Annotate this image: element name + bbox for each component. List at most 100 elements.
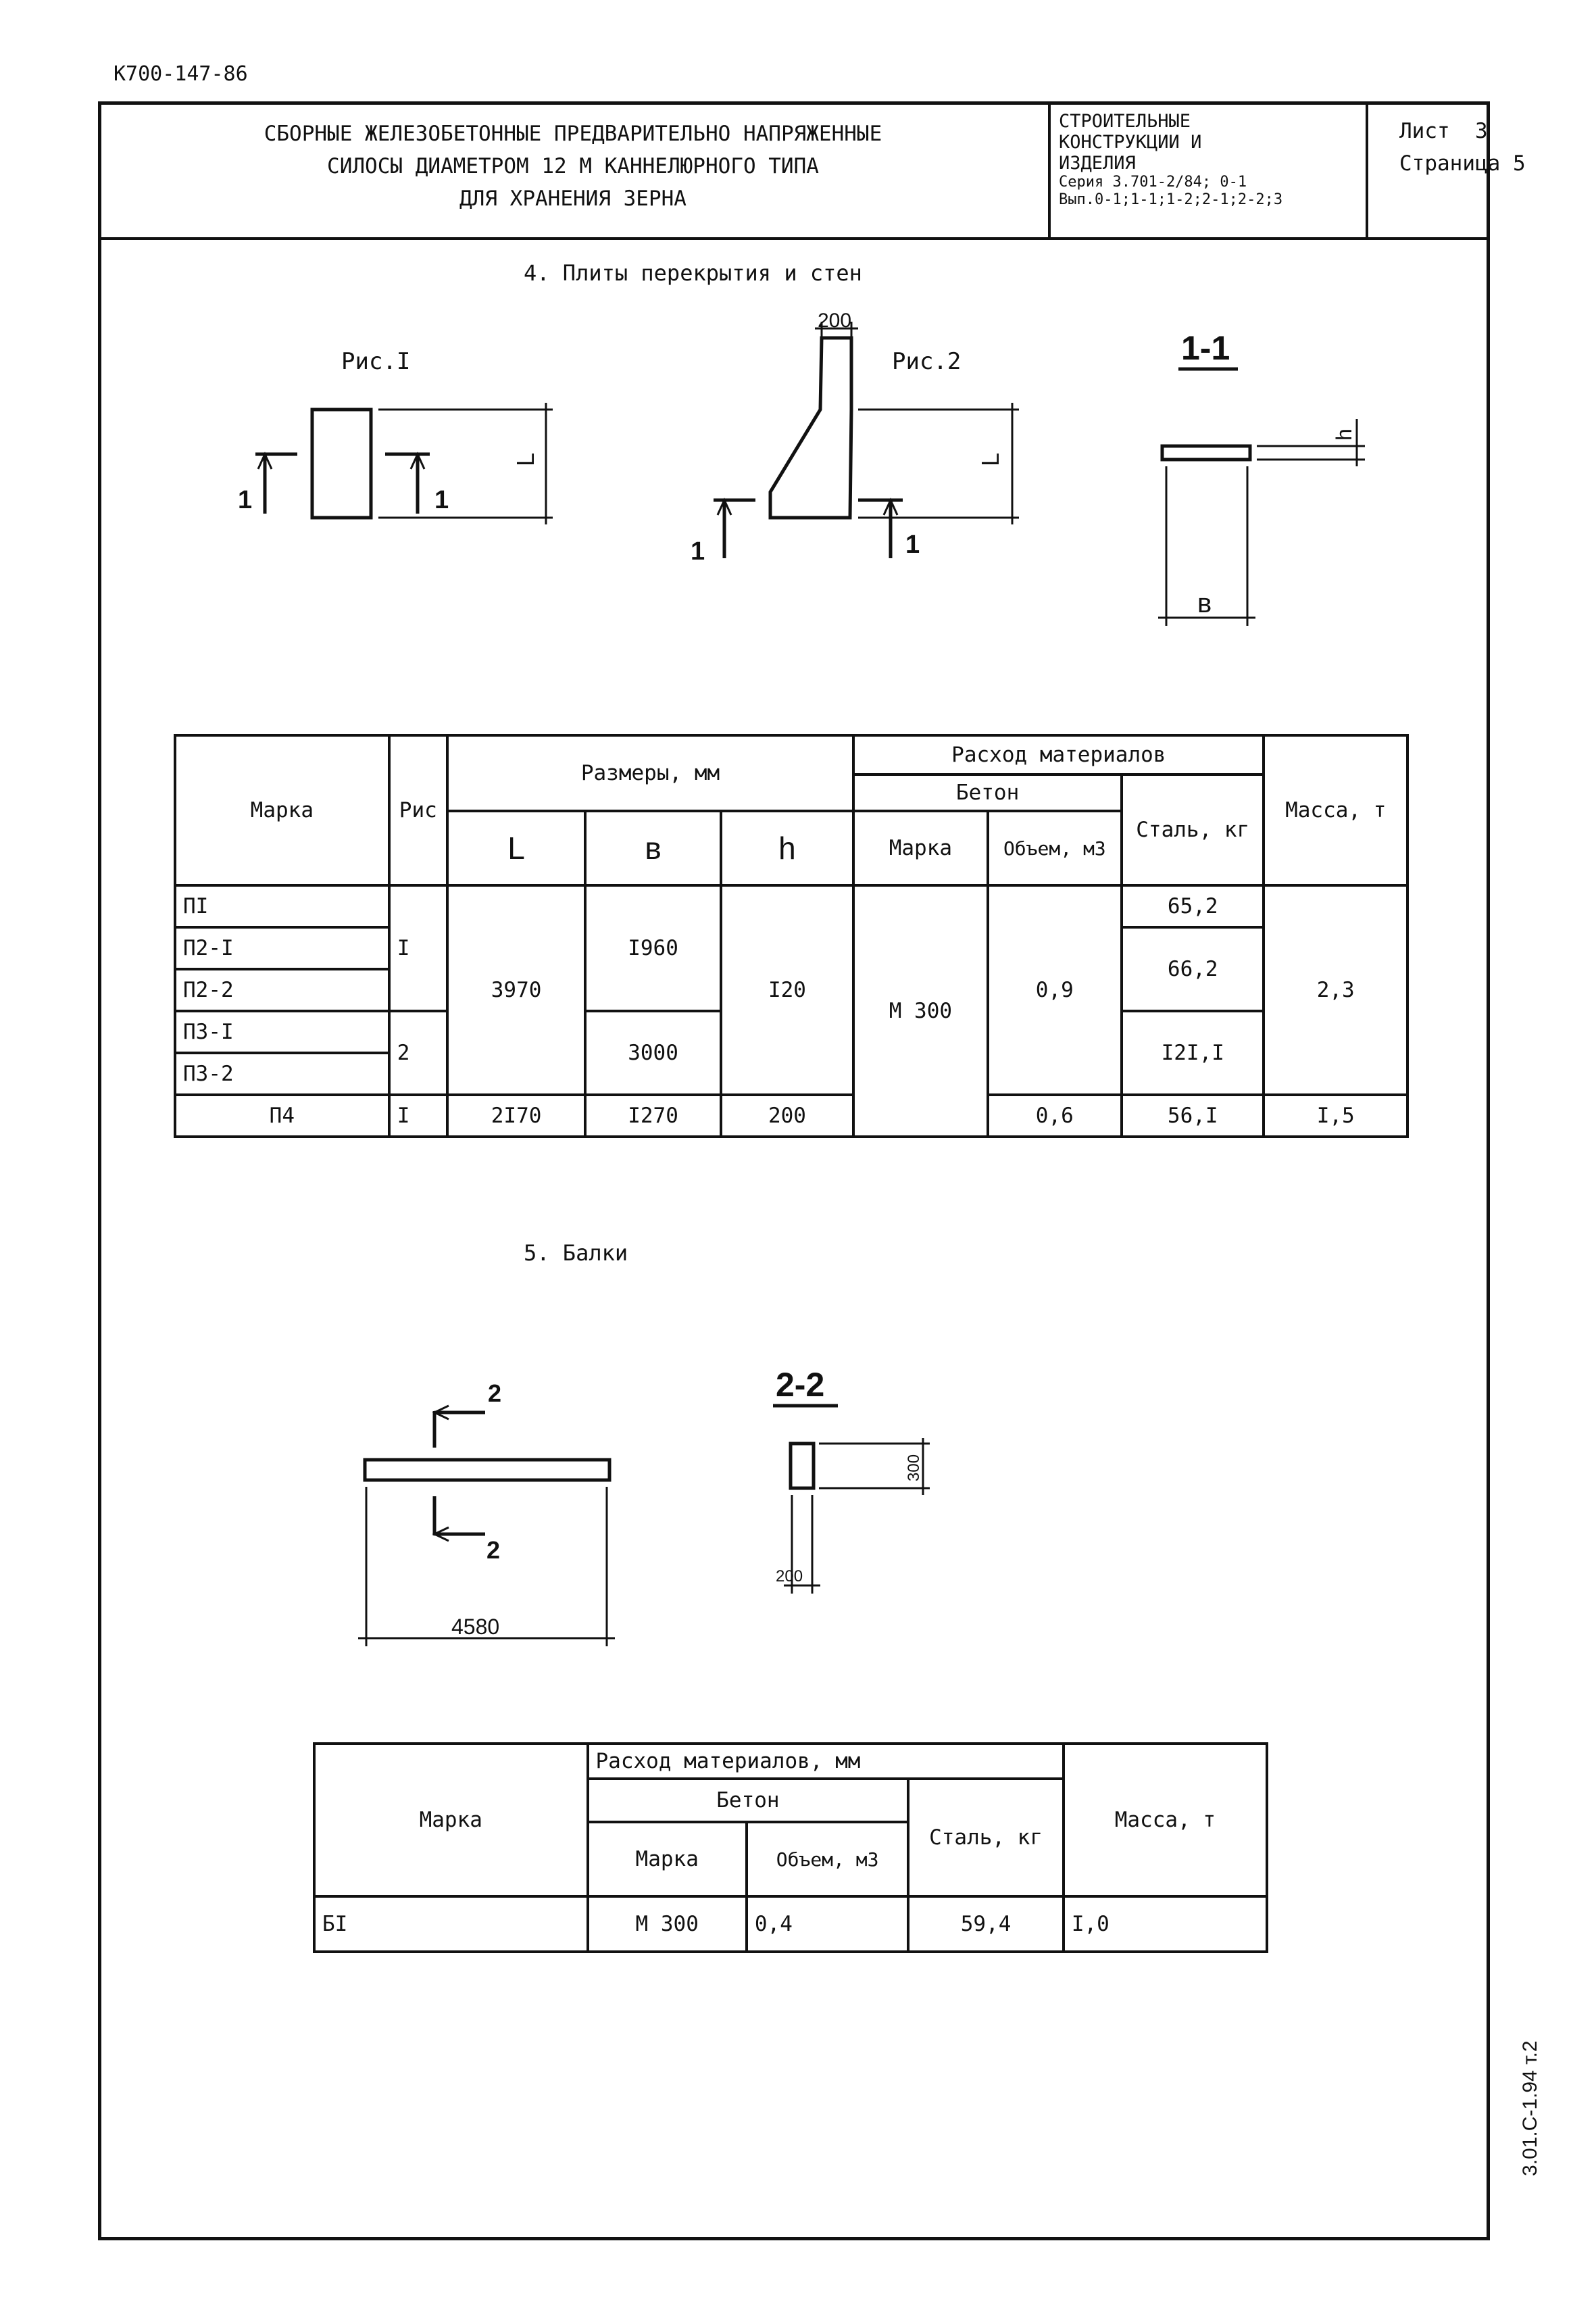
h-c-vol: Объем, м3 — [986, 810, 1124, 887]
category-cell: СТРОИТЕЛЬНЫЕ КОНСТРУКЦИИ И ИЗДЕЛИЯ Серия… — [1051, 101, 1368, 237]
dim-L-label: L — [976, 453, 1004, 466]
dim-200: 200 — [818, 310, 851, 332]
cell: 56,I — [1120, 1093, 1266, 1138]
h-steel: Сталь, кг — [1120, 773, 1266, 887]
page-number: 5 — [1512, 151, 1526, 176]
table-row: П2-2 — [174, 968, 391, 1012]
dim-length: 4580 — [451, 1615, 499, 1639]
series-text: Серия 3.701-2/84; 0-1 — [1059, 174, 1247, 191]
cell: I — [387, 884, 449, 1012]
fig-2-label: Рис.2 — [892, 348, 962, 375]
cell: 200 — [719, 1093, 855, 1138]
h-dims: Размеры, мм — [445, 734, 855, 812]
cell: 2,3 — [1262, 884, 1409, 1096]
h-mark: Марка — [174, 734, 391, 887]
dim-300: 300 — [905, 1454, 923, 1481]
category-line: СТРОИТЕЛЬНЫЕ — [1059, 111, 1191, 132]
title-line: ДЛЯ ХРАНЕНИЯ ЗЕРНА — [459, 187, 687, 211]
cell: I — [387, 1093, 449, 1138]
cut-mark: 2 — [488, 1379, 501, 1407]
sheet-frame — [98, 101, 1490, 2240]
h-mark: Марка — [313, 1742, 589, 1898]
cell: 0,6 — [986, 1093, 1124, 1138]
h-L: L — [445, 810, 587, 887]
slab-section — [1160, 444, 1252, 462]
cell: 2 — [387, 1010, 449, 1096]
slab-fig-1 — [310, 408, 373, 520]
section-5-title: 5. Балки — [524, 1240, 628, 1266]
h-c-mark: Марка — [852, 810, 989, 887]
dim-b-label: в — [1197, 589, 1212, 618]
sheet-number: 3 — [1474, 119, 1488, 143]
sheet-cell: Лист 3 Страница 5 — [1368, 101, 1526, 251]
table-row: П4 — [174, 1093, 391, 1138]
dim-L-label: L — [512, 453, 539, 466]
section-1-1-drawing: 1-1 h в — [1158, 329, 1365, 626]
cell: 3000 — [584, 1010, 722, 1096]
document-code: К700-147-86 — [114, 62, 248, 86]
cell: М 300 — [852, 884, 989, 1138]
category-line: ИЗДЕЛИЯ — [1059, 153, 1136, 174]
h-mass: Масса, т — [1062, 1742, 1269, 1898]
cell: I20 — [719, 884, 855, 1096]
plates-table: Марка Рис Размеры, мм Расход материалов … — [174, 734, 1409, 1138]
cell: 59,4 — [907, 1895, 1065, 1953]
h-c-mark: Марка — [586, 1821, 748, 1898]
fig-1-drawing: 1 1 L — [238, 403, 553, 524]
slab-fig-2 — [768, 336, 853, 520]
cell: I2I,I — [1120, 1010, 1266, 1096]
h-concrete: Бетон — [852, 773, 1124, 812]
h-materials: Расход материалов, мм — [586, 1742, 1065, 1780]
cut-mark: 1 — [905, 531, 920, 559]
cell: I270 — [584, 1093, 722, 1138]
cell: 2I70 — [445, 1093, 587, 1138]
h-concrete: Бетон — [586, 1777, 910, 1823]
h-materials: Расход материалов — [852, 734, 1266, 776]
title-cell: СБОРНЫЕ ЖЕЛЕЗОБЕТОННЫЕ ПРЕДВАРИТЕЛЬНО НА… — [98, 101, 1051, 237]
cell: 0,4 — [745, 1895, 910, 1953]
dim-h-label: h — [1332, 428, 1356, 441]
beam-section — [789, 1442, 816, 1490]
cell: М 300 — [586, 1895, 748, 1953]
cell: 66,2 — [1120, 926, 1266, 1012]
title-block: СБОРНЫЕ ЖЕЛЕЗОБЕТОННЫЕ ПРЕДВАРИТЕЛЬНО НА… — [98, 101, 1526, 240]
table-row: П3-I — [174, 1010, 391, 1054]
cell: I960 — [584, 884, 722, 1012]
h-b: в — [584, 810, 722, 887]
sheet-label: Лист — [1399, 119, 1450, 143]
fig-2-drawing: 200 L 1 1 — [691, 310, 1019, 566]
title-line: СБОРНЫЕ ЖЕЛЕЗОБЕТОННЫЕ ПРЕДВАРИТЕЛЬНО НА… — [264, 122, 882, 146]
table-row: ПI — [174, 884, 391, 929]
section-1-1-label: 1-1 — [1181, 329, 1230, 367]
table-row: П2-I — [174, 926, 391, 970]
dim-200: 200 — [776, 1567, 803, 1585]
h-c-vol: Объем, м3 — [745, 1821, 910, 1898]
table-row: БI — [313, 1895, 589, 1953]
h-mass: Масса, т — [1262, 734, 1409, 887]
cut-mark: 1 — [434, 486, 449, 514]
cell: 0,9 — [986, 884, 1124, 1096]
beam-drawing: 4580 2 2 — [358, 1379, 615, 1646]
section-4-title: 4. Плиты перекрытия и стен — [524, 260, 862, 286]
cut-mark: 1 — [238, 486, 252, 514]
beams-table: Марка Расход материалов, мм Масса, т Бет… — [313, 1742, 1269, 1953]
cell: I,0 — [1062, 1895, 1269, 1953]
category-line: КОНСТРУКЦИИ И — [1059, 132, 1202, 153]
cell: I,5 — [1262, 1093, 1409, 1138]
cell: 65,2 — [1120, 884, 1266, 929]
cut-mark: 1 — [691, 537, 705, 566]
fig-1-label: Рис.I — [341, 348, 411, 375]
section-2-2-drawing: 2-2 300 200 — [773, 1366, 930, 1594]
issue-text: Вып.0-1;1-1;1-2;2-1;2-2;3 — [1059, 191, 1283, 208]
beam-elevation — [363, 1458, 612, 1482]
page-label: Страница — [1399, 151, 1501, 176]
cell: 3970 — [445, 884, 587, 1096]
section-2-2-label: 2-2 — [776, 1366, 824, 1404]
cut-mark: 2 — [487, 1536, 500, 1564]
h-fig: Рис — [387, 734, 449, 887]
table-row: П3-2 — [174, 1052, 391, 1096]
page-stamp: 3.01.С-1.94 т.2 — [1519, 2040, 1541, 2176]
title-line: СИЛОСЫ ДИАМЕТРОМ 12 М КАННЕЛЮРНОГО ТИПА — [327, 154, 819, 178]
h-h: h — [719, 810, 855, 887]
